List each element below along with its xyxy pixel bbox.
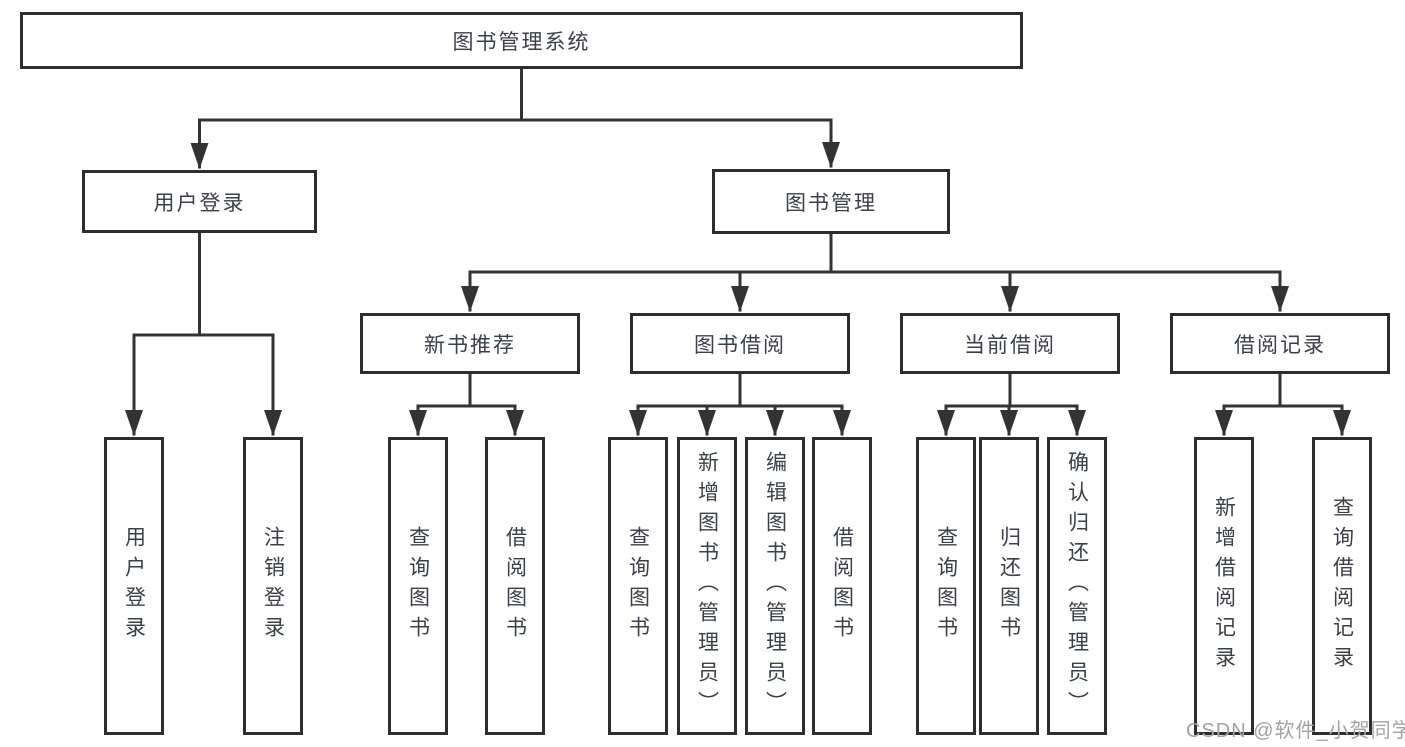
node-label: 注销登录 (261, 526, 285, 646)
node-label: 新增借阅记录 (1212, 496, 1236, 676)
node-label: 查询借阅记录 (1330, 496, 1354, 676)
node-label: 查询图书 (934, 526, 958, 646)
node-label: 用户登录 (153, 191, 246, 215)
csdn-watermark: CSDN @软件_小贺同学 (1186, 720, 1405, 742)
leaf-add-borrow-record: 新增借阅记录 (1194, 437, 1254, 735)
node-root-system: 图书管理系统 (20, 12, 1023, 69)
leaf-borrow-books-borrowing: 借阅图书 (812, 437, 872, 735)
leaf-return-books: 归还图书 (979, 437, 1039, 735)
node-label: 图书管理 (785, 191, 877, 215)
node-label: 借阅图书 (830, 526, 854, 646)
leaf-query-borrow-record: 查询借阅记录 (1312, 437, 1372, 735)
node-label: 编辑图书（管理员） (763, 451, 787, 721)
node-label: 新书推荐 (424, 333, 516, 357)
node-label: 借阅记录 (1234, 333, 1326, 357)
node-label: 当前借阅 (964, 333, 1056, 357)
leaf-edit-books-admin: 编辑图书（管理员） (745, 437, 805, 735)
node-user-login: 用户登录 (82, 170, 317, 233)
node-label: 查询图书 (406, 526, 430, 646)
node-label: 借阅图书 (503, 526, 527, 646)
node-label: 归还图书 (997, 526, 1021, 646)
node-new-book-recommend: 新书推荐 (360, 313, 580, 374)
leaf-confirm-return-admin: 确认归还（管理员） (1047, 437, 1107, 735)
node-current-borrowing: 当前借阅 (900, 313, 1120, 374)
node-label: 图书管理系统 (452, 30, 591, 54)
leaf-query-books-borrowing: 查询图书 (608, 437, 668, 735)
node-label: 图书借阅 (694, 333, 786, 357)
node-label: 查询图书 (626, 526, 650, 646)
leaf-logout: 注销登录 (243, 437, 303, 735)
node-label: 用户登录 (122, 526, 146, 646)
node-label: 新增图书（管理员） (695, 451, 719, 721)
leaf-add-books-admin: 新增图书（管理员） (677, 437, 737, 735)
node-book-management: 图书管理 (712, 169, 950, 234)
node-label: 确认归还（管理员） (1065, 451, 1089, 721)
node-book-borrowing: 图书借阅 (630, 313, 850, 374)
leaf-borrow-books-recommend: 借阅图书 (485, 437, 545, 735)
leaf-user-login: 用户登录 (104, 437, 164, 735)
leaf-query-books-recommend: 查询图书 (388, 437, 448, 735)
leaf-query-books-current: 查询图书 (916, 437, 976, 735)
node-borrowing-records: 借阅记录 (1170, 313, 1390, 374)
